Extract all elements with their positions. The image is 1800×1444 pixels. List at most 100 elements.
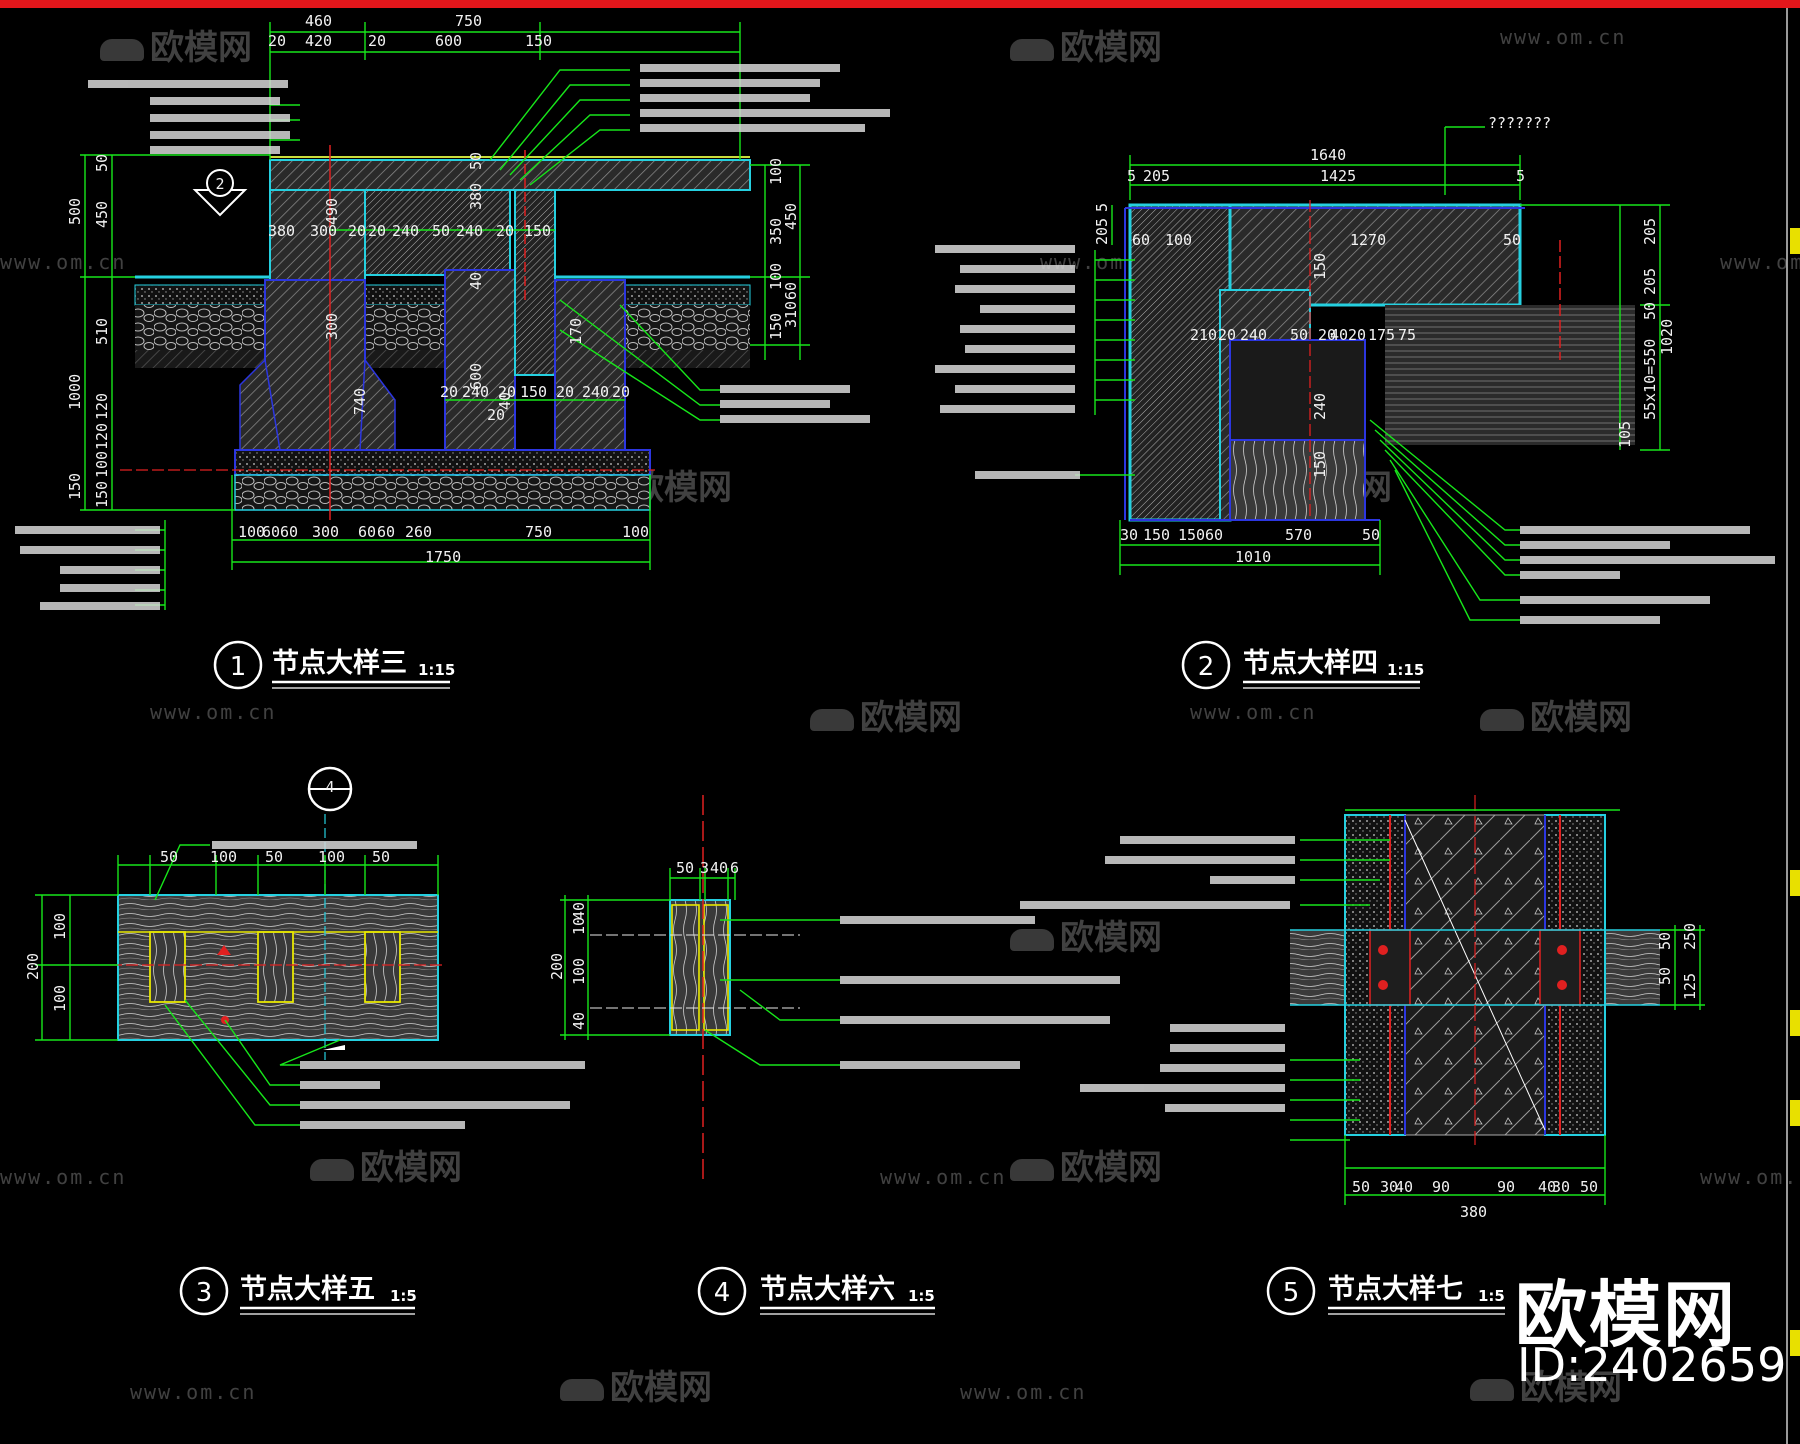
- detail-3-title: 节点大样五: [240, 1273, 375, 1305]
- detail-3-drawing: 4 50 100 50 100 50 200 100 100: [24, 766, 585, 1129]
- dim-label: 60: [280, 523, 298, 541]
- dim-label: 50: [160, 848, 178, 866]
- detail-3-number: 3: [196, 1278, 213, 1308]
- right-edge-marker: [1790, 1330, 1800, 1356]
- dim-label: 100: [51, 985, 69, 1012]
- dim-label: 20: [1218, 326, 1236, 344]
- dim-label: 50: [432, 222, 450, 240]
- dim-label: 60: [1205, 526, 1223, 544]
- dim-label: 20: [612, 383, 630, 401]
- dim-label: 50: [1290, 326, 1308, 344]
- dim-label: 50: [1656, 932, 1674, 950]
- dim-label: 450: [93, 201, 111, 228]
- watermark-logo: 欧模网: [560, 1360, 712, 1409]
- detail-4-title-block: 4 节点大样六 1:5: [697, 1266, 935, 1316]
- watermark-text: 欧模网: [610, 1368, 712, 1408]
- dim-label: 125: [1681, 973, 1699, 1000]
- dim-label: 30: [1120, 526, 1138, 544]
- detail-2-title: 节点大样四: [1243, 647, 1378, 679]
- watermark-text: 欧模网: [1060, 918, 1162, 958]
- dim-label: 460: [305, 12, 332, 30]
- watermark-seal-icon: [1480, 708, 1524, 731]
- detail-1-dims: 460 750 20 420 20 600 150 100 60 60 300 …: [66, 12, 800, 566]
- watermark-text: 欧模网: [150, 28, 252, 68]
- dim-label: 240: [456, 222, 483, 240]
- dim-label: 40: [1330, 326, 1348, 344]
- dim-label: 240: [392, 222, 419, 240]
- dim-label: 50: [265, 848, 283, 866]
- dim-label: 100: [210, 848, 237, 866]
- watermark-seal-icon: [100, 38, 144, 61]
- dim-label: 200: [24, 953, 42, 980]
- watermark-text: 欧模网: [1530, 698, 1632, 738]
- dim-label: 20: [268, 32, 286, 50]
- dim-label: 1000: [66, 374, 84, 410]
- detail-1-title: 节点大样三: [272, 647, 407, 679]
- dim-label: 40: [710, 859, 728, 877]
- right-edge-marker: [1790, 1010, 1800, 1036]
- detail-5-scale: 1:5: [1478, 1287, 1505, 1305]
- right-edge-marker: [1790, 228, 1800, 254]
- watermark-url: www.om.cn: [150, 700, 277, 724]
- dim-label: 300: [312, 523, 339, 541]
- detail-3-scale: 1:5: [390, 1287, 417, 1305]
- detail-2-number: 2: [1198, 652, 1215, 682]
- dim-label: 570: [1285, 526, 1312, 544]
- watermark-url: www.om.cn: [0, 1165, 127, 1189]
- detail-4-scale: 1:5: [908, 1287, 935, 1305]
- dim-label: 20: [368, 32, 386, 50]
- dim-label: 100: [51, 913, 69, 940]
- dim-label: 120: [93, 393, 111, 420]
- dim-label: 40: [1538, 1178, 1556, 1196]
- detail-5-title-block: 5 节点大样七 1:5: [1266, 1266, 1505, 1316]
- dim-label: 205: [1143, 167, 1170, 185]
- dim-label: 1020: [1658, 319, 1676, 355]
- dim-label: 5: [1093, 203, 1111, 212]
- watermark-text: 欧模网: [860, 698, 962, 738]
- dim-label: 20: [1318, 326, 1336, 344]
- top-red-bar: [0, 0, 1800, 8]
- dim-label: 50: [1503, 231, 1521, 249]
- dim-label: 5: [1127, 167, 1136, 185]
- dim-label: 200: [548, 953, 566, 980]
- dim-label: 380: [268, 222, 295, 240]
- dim-label: 210: [1190, 326, 1217, 344]
- dim-label: 100: [570, 958, 588, 985]
- watermark-url: www.om.cn: [0, 250, 127, 274]
- detail-1-title-block: 1 节点大样三 1:15: [213, 640, 455, 690]
- dim-label: 60: [782, 282, 800, 300]
- right-edge-bar: [1786, 8, 1800, 1444]
- dim-label: 50: [1641, 302, 1659, 320]
- dim-label: 150: [93, 481, 111, 508]
- dim-label: 150: [1311, 253, 1329, 280]
- dim-label: 150: [66, 473, 84, 500]
- dim-label: 500: [66, 198, 84, 225]
- watermark-url: www.om.cn: [1500, 25, 1627, 49]
- dim-label: 150: [767, 313, 785, 340]
- dim-label: 600: [467, 363, 485, 390]
- dim-label: 5: [1516, 167, 1525, 185]
- watermark-seal-icon: [560, 1378, 604, 1401]
- watermark-url: www.om.cn: [1720, 250, 1800, 274]
- dim-label: 150: [1311, 451, 1329, 478]
- dim-label: 10: [570, 917, 588, 935]
- watermark-url: www.om.cn: [1190, 700, 1317, 724]
- dim-label: 100: [93, 451, 111, 478]
- dim-label: 40: [570, 1012, 588, 1030]
- dim-label: 150: [524, 222, 551, 240]
- dim-label: 250: [1681, 923, 1699, 950]
- detail-1-callout: 2: [215, 175, 224, 193]
- dim-label: 100: [622, 523, 649, 541]
- dim-label: 205: [1641, 218, 1659, 245]
- dim-label: 50: [1580, 1178, 1598, 1196]
- dim-label: 310: [782, 301, 800, 328]
- dim-label: 100: [238, 523, 265, 541]
- dim-label: 150: [1178, 526, 1205, 544]
- detail-4-number: 4: [714, 1278, 731, 1308]
- dim-label: 240: [1311, 393, 1329, 420]
- dim-label: 170: [567, 318, 585, 345]
- detail-3-callout: 4: [325, 778, 334, 796]
- detail-2-scale: 1:15: [1387, 661, 1424, 679]
- dim-label: 150: [520, 383, 547, 401]
